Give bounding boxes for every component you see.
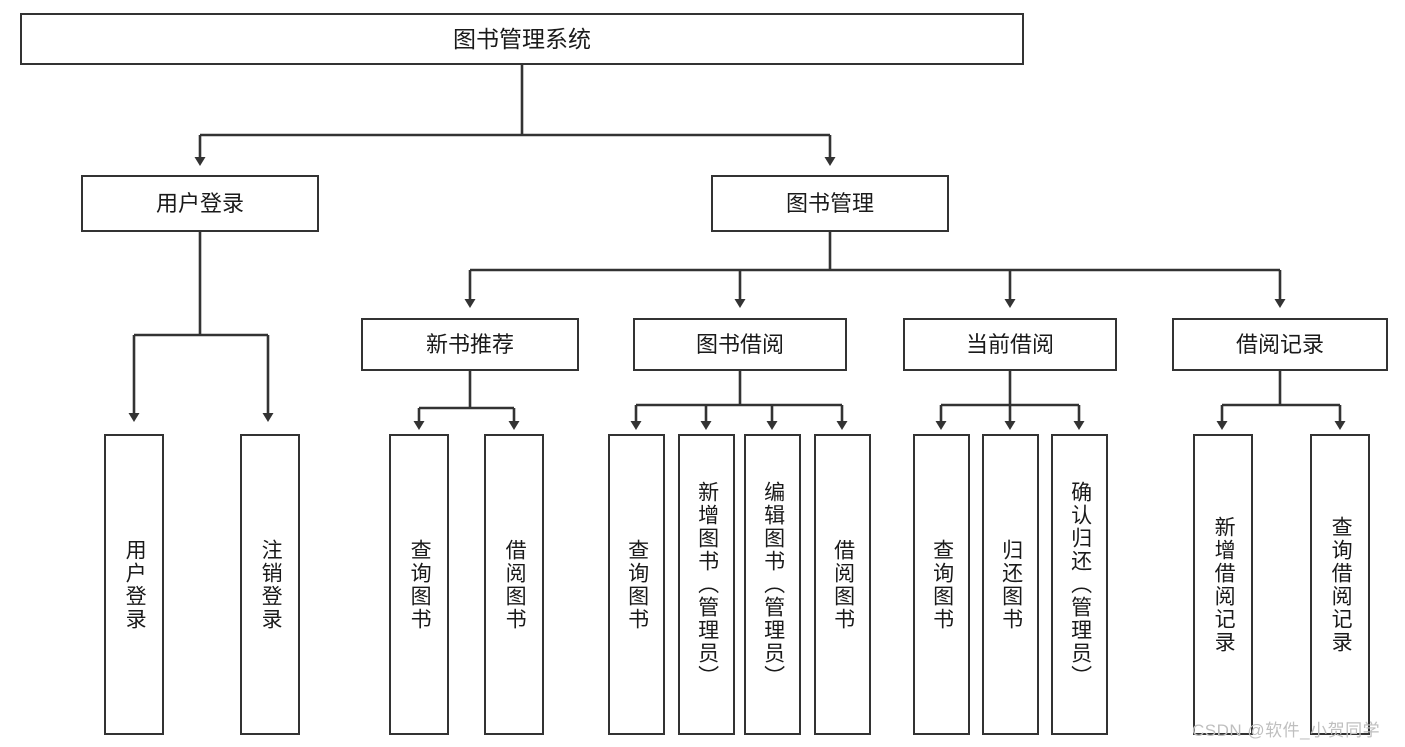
leaf-query-book-current[interactable]: 查询图书: [913, 434, 970, 735]
node-book-management[interactable]: 图书管理: [711, 175, 949, 232]
node-book-borrow[interactable]: 图书借阅: [633, 318, 847, 371]
leaf-add-borrow-record[interactable]: 新增借阅记录: [1193, 434, 1253, 735]
node-label: 注销登录: [259, 538, 283, 631]
leaf-query-book-new[interactable]: 查询图书: [389, 434, 449, 735]
leaf-return-book[interactable]: 归还图书: [982, 434, 1039, 735]
node-new-book-recommend[interactable]: 新书推荐: [361, 318, 579, 371]
node-label: 借阅图书: [831, 538, 855, 631]
node-label: 用户登录: [123, 538, 147, 631]
leaf-borrow-book-borrow[interactable]: 借阅图书: [814, 434, 871, 735]
leaf-logout[interactable]: 注销登录: [240, 434, 300, 735]
leaf-user-login[interactable]: 用户登录: [104, 434, 164, 735]
leaf-query-borrow-record[interactable]: 查询借阅记录: [1310, 434, 1370, 735]
node-label: 图书管理系统: [453, 25, 591, 52]
node-label: 查询图书: [930, 538, 954, 631]
node-label: 确认归还（管理员）: [1068, 481, 1092, 688]
csdn-watermark: CSDN @软件_小贺同学: [1192, 721, 1381, 740]
node-label: 借阅图书: [503, 538, 527, 631]
node-label: 用户登录: [155, 190, 244, 216]
node-label: 新增借阅记录: [1212, 515, 1236, 654]
leaf-add-book-admin[interactable]: 新增图书（管理员）: [678, 434, 735, 735]
node-root-system[interactable]: 图书管理系统: [20, 13, 1024, 65]
node-label: 新增图书（管理员）: [695, 481, 719, 688]
node-label: 图书借阅: [695, 331, 784, 357]
node-borrow-record[interactable]: 借阅记录: [1172, 318, 1388, 371]
leaf-edit-book-admin[interactable]: 编辑图书（管理员）: [744, 434, 801, 735]
node-user-login[interactable]: 用户登录: [81, 175, 319, 232]
node-label: 借阅记录: [1235, 331, 1324, 357]
node-label: 编辑图书（管理员）: [761, 481, 785, 688]
node-label: 新书推荐: [425, 331, 514, 357]
node-label: 当前借阅: [965, 331, 1054, 357]
leaf-borrow-book-new[interactable]: 借阅图书: [484, 434, 544, 735]
node-current-borrow[interactable]: 当前借阅: [903, 318, 1117, 371]
leaf-query-book-borrow[interactable]: 查询图书: [608, 434, 665, 735]
node-label: 查询图书: [408, 538, 432, 631]
node-label: 图书管理: [785, 190, 874, 216]
node-label: 归还图书: [999, 538, 1023, 631]
node-label: 查询借阅记录: [1329, 515, 1353, 654]
node-label: 查询图书: [625, 538, 649, 631]
leaf-confirm-return-admin[interactable]: 确认归还（管理员）: [1051, 434, 1108, 735]
